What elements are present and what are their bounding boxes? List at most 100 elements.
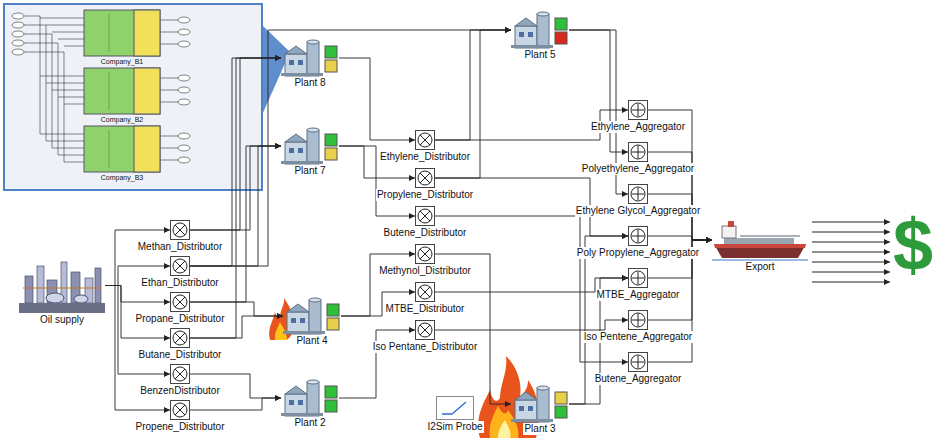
node-label: Butene_Aggregator — [594, 373, 683, 385]
icon-part — [555, 392, 567, 404]
icon-part — [171, 293, 190, 312]
export-outputs — [812, 222, 890, 282]
plant-icon — [281, 40, 339, 76]
icon-part — [285, 46, 307, 54]
icon-part — [289, 60, 294, 65]
icon-part — [420, 173, 430, 183]
dist-node: Ethylene_Distributor — [377, 130, 474, 163]
icon-part — [416, 245, 435, 264]
icon-part — [287, 312, 309, 334]
dist-node: Butene_Distributor — [381, 206, 470, 239]
dist-icon — [415, 130, 435, 150]
dist-icon — [415, 168, 435, 188]
flow-line — [190, 58, 281, 338]
node-label: Iso Pentene_Aggregator — [583, 331, 693, 343]
node-label: Iso Pentane_Distributor — [372, 341, 479, 353]
icon-part — [175, 261, 185, 271]
agg-icon — [628, 184, 648, 204]
icon-part — [629, 101, 648, 120]
icon-part — [519, 32, 524, 37]
icon-part — [307, 382, 319, 416]
node-label: Ethylene_Aggregator — [590, 121, 686, 133]
flow-line — [190, 146, 281, 230]
node-label: Butane_Distributor — [138, 349, 223, 361]
icon-part — [631, 103, 645, 117]
icon-part — [289, 148, 294, 153]
agg-icon — [628, 310, 648, 330]
icon-part — [171, 221, 190, 240]
icon-part — [173, 403, 187, 417]
agg-node: MTBE_Aggregator — [594, 268, 683, 301]
agg-node: Butene_Aggregator — [592, 352, 685, 385]
icon-part — [632, 320, 644, 321]
probe-icon — [436, 396, 474, 420]
icon-part — [74, 295, 88, 303]
icon-part — [84, 126, 160, 172]
comp-icon — [84, 68, 160, 114]
icon-part — [25, 276, 33, 303]
icon-part — [109, 72, 110, 110]
node-label: Company_B2 — [100, 115, 144, 124]
icon-part — [629, 143, 648, 162]
icon-part — [416, 169, 435, 188]
icon-part — [298, 400, 303, 405]
icon-part — [714, 244, 806, 258]
icon-part — [281, 73, 323, 76]
dist-icon — [415, 320, 435, 340]
icon-part — [418, 323, 432, 337]
flow-line — [435, 30, 511, 140]
agg-node: Polyethylene_Aggregator — [579, 142, 698, 175]
icon-part — [420, 325, 430, 335]
icon-part — [175, 369, 185, 379]
icon-part — [537, 12, 549, 16]
node-label: Ethylene Glycol_Aggregator — [575, 205, 702, 217]
icon-part — [171, 401, 190, 420]
icon-part — [416, 321, 435, 340]
node-label: MTBE_Distributor — [385, 303, 466, 315]
icon-part — [325, 400, 337, 412]
dist-node: Butane_Distributor — [136, 328, 225, 361]
icon-part — [537, 14, 549, 48]
dist-node: Methan_Distributor — [135, 220, 226, 253]
plant-node: Plant 8 — [281, 40, 339, 89]
dist-node: Propane_Distributor — [133, 292, 228, 325]
icon-part — [84, 10, 160, 56]
icon-part — [175, 225, 185, 235]
icon-part — [420, 211, 430, 221]
icon-part — [307, 380, 319, 384]
icon-part — [632, 278, 644, 279]
icon-part — [325, 46, 337, 58]
icon-part — [537, 386, 549, 390]
icon-part — [442, 402, 466, 414]
plant-icon — [511, 386, 569, 422]
icon-part — [171, 329, 190, 348]
icon-part — [555, 32, 567, 44]
icon-part — [632, 362, 644, 363]
plant-icon — [283, 298, 341, 334]
icon-part — [416, 131, 435, 150]
plant-node: Plant 4 — [283, 298, 341, 347]
comp-icon — [84, 10, 160, 56]
icon-part — [285, 54, 307, 76]
agg-node: Iso Pentene_Aggregator — [581, 310, 696, 343]
probe-node: I2Sim Probe — [424, 396, 486, 433]
icon-part — [175, 333, 185, 343]
flow-line — [190, 58, 281, 230]
icon-part — [289, 400, 294, 405]
node-label: Oil supply — [39, 314, 85, 326]
inset-frame — [4, 4, 262, 190]
icon-part — [555, 406, 567, 418]
icon-part — [728, 221, 734, 227]
icon-part — [420, 325, 430, 335]
icon-part — [519, 406, 524, 411]
icon-part — [515, 400, 537, 422]
icon-part — [420, 249, 430, 259]
icon-part — [298, 148, 303, 153]
icon-part — [528, 406, 533, 411]
icon-part — [307, 130, 319, 164]
icon-part — [416, 283, 435, 302]
icon-part — [631, 187, 645, 201]
icon-part — [285, 386, 307, 394]
icon-part — [134, 10, 160, 56]
flow-line — [190, 398, 281, 410]
